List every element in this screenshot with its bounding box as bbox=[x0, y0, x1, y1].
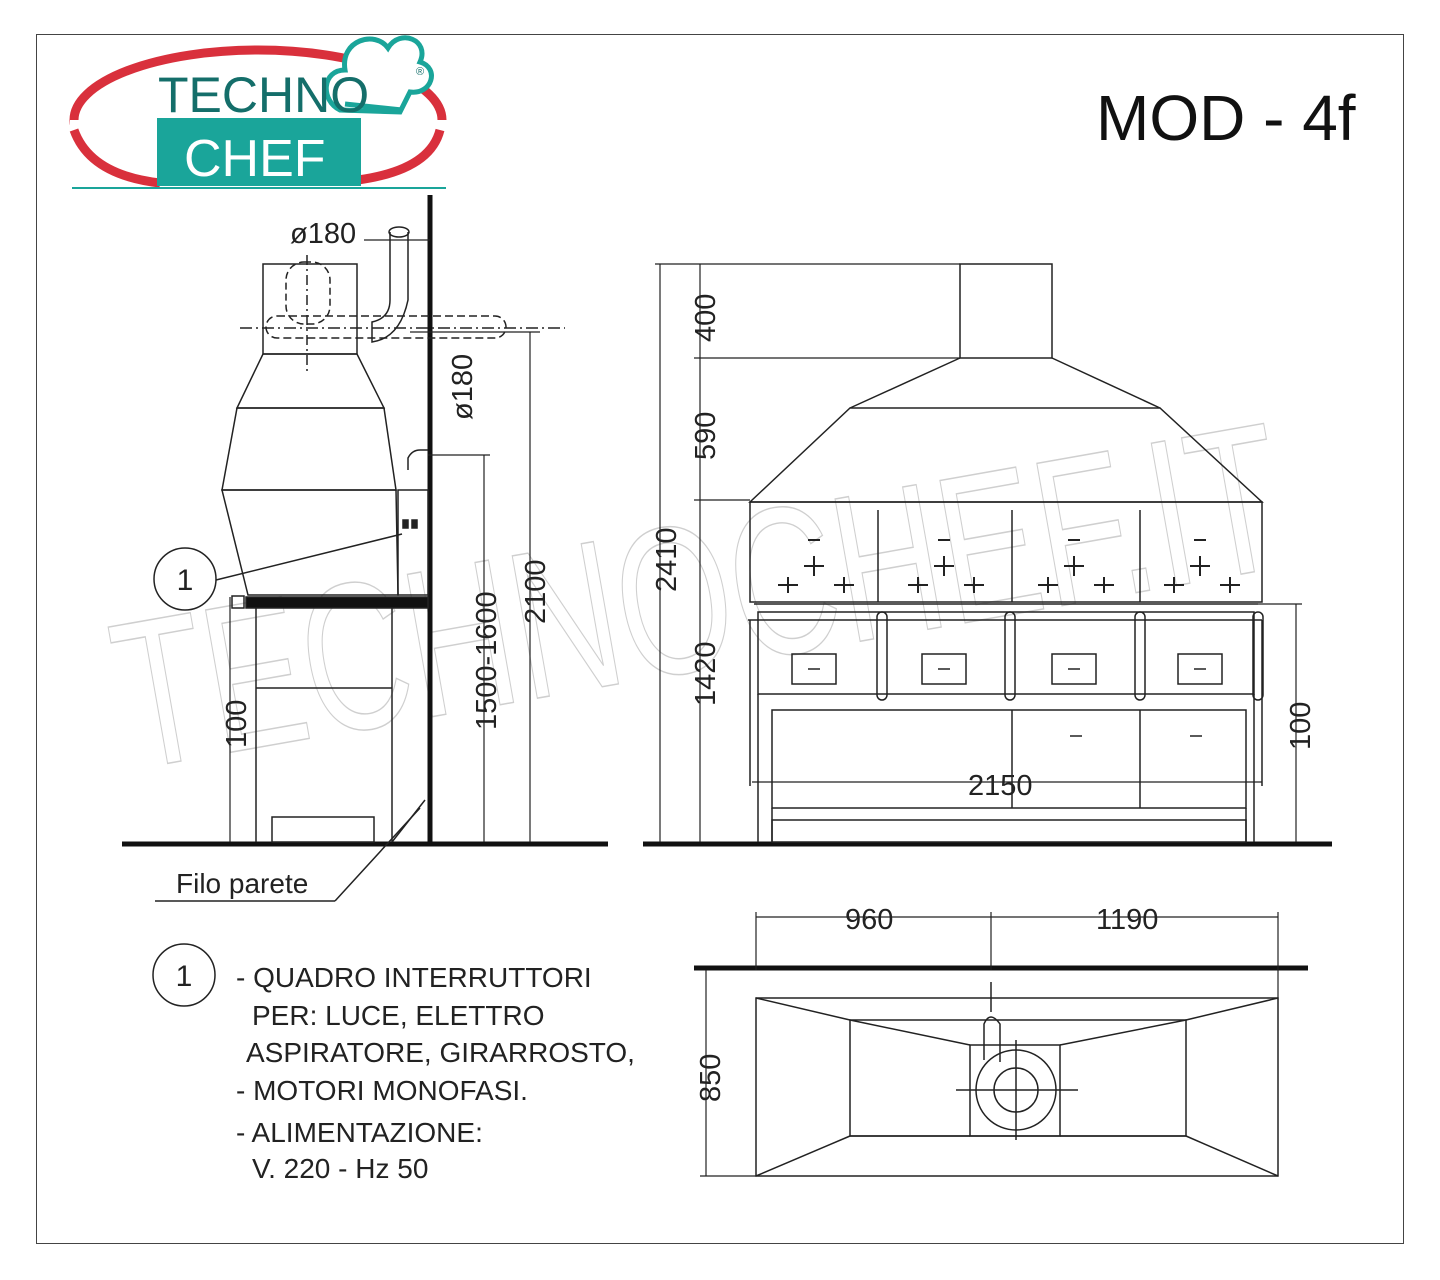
callout-number: 1 bbox=[177, 564, 194, 597]
legend-line-6: V. 220 - Hz 50 bbox=[252, 1153, 428, 1184]
front-hood bbox=[748, 263, 1264, 621]
dim-width-2150: 2150 bbox=[968, 770, 1033, 802]
dim-height-100: 100 bbox=[221, 700, 253, 748]
top-view: 960 1190 850 bbox=[694, 904, 1308, 1177]
logo-swoosh-right bbox=[357, 128, 445, 185]
legend-line-3: ASPIRATORE, GIRARROSTO, bbox=[246, 1037, 635, 1068]
rotisserie-bracket bbox=[876, 611, 888, 701]
legend-line-1: - QUADRO INTERRUTTORI bbox=[236, 962, 592, 993]
wall-label: Filo parete bbox=[176, 868, 308, 899]
drawing-frame bbox=[36, 34, 1404, 1244]
legend-line-4: - MOTORI MONOFASI. bbox=[236, 1075, 528, 1106]
legend-line-5: - ALIMENTAZIONE: bbox=[236, 1117, 483, 1148]
top-hood-outline bbox=[755, 982, 1279, 1177]
dim-front-h100: 100 bbox=[1285, 702, 1317, 750]
side-hood bbox=[221, 255, 429, 596]
chef-hat-icon bbox=[323, 35, 434, 115]
top-dimension-lines bbox=[700, 912, 1279, 1177]
drawer-window bbox=[921, 653, 967, 685]
dim-w960: 960 bbox=[845, 904, 893, 936]
legend-circle bbox=[152, 943, 216, 1007]
side-base bbox=[231, 595, 429, 843]
legend-line-2: PER: LUCE, ELETTRO bbox=[252, 1000, 545, 1031]
rotisserie-bracket bbox=[1134, 611, 1146, 701]
front-drawers bbox=[791, 611, 1264, 737]
dim-w1190: 1190 bbox=[1096, 904, 1158, 936]
dim-h590: 590 bbox=[690, 412, 722, 460]
dim-h2410: 2410 bbox=[651, 527, 683, 592]
dim-pipe-diameter: ø180 bbox=[447, 354, 479, 420]
model-title: MOD - 4f bbox=[1096, 82, 1356, 154]
dim-depth-850: 850 bbox=[695, 1054, 727, 1102]
drawer-window bbox=[791, 653, 837, 685]
legend: 1 - QUADRO INTERRUTTORI PER: LUCE, ELETT… bbox=[152, 943, 635, 1184]
dim-height-2100: 2100 bbox=[520, 559, 552, 624]
side-view: 1 Filo parete ø180 ø180 100 1500-1600 21… bbox=[122, 195, 608, 902]
dim-flue-diameter: ø180 bbox=[290, 218, 356, 250]
front-view: 400 590 2410 1420 100 2150 bbox=[643, 263, 1332, 847]
legend-number: 1 bbox=[176, 960, 193, 993]
side-exhaust-pipe bbox=[240, 226, 565, 470]
callout-leader bbox=[215, 533, 403, 581]
dim-height-range: 1500-1600 bbox=[471, 591, 503, 730]
wall-label-leader bbox=[334, 807, 421, 902]
front-dimension-lines bbox=[655, 263, 1302, 842]
drawer-window bbox=[1051, 653, 1097, 685]
front-base-unit bbox=[749, 611, 1263, 843]
dim-h1420: 1420 bbox=[690, 641, 722, 706]
logo-line1: TECHNO bbox=[158, 67, 369, 123]
callout-circle bbox=[153, 547, 217, 611]
technochef-logo: TECHNO CHEF ® bbox=[69, 35, 450, 200]
front-switch-symbols bbox=[778, 539, 1240, 593]
dim-h400: 400 bbox=[690, 294, 722, 342]
logo-swoosh-left bbox=[69, 128, 161, 188]
logo-registered: ® bbox=[416, 66, 424, 78]
logo-line2: CHEF bbox=[184, 130, 326, 188]
rotisserie-bracket bbox=[1004, 611, 1016, 701]
logo-chef-box bbox=[157, 118, 361, 186]
rotisserie-bracket bbox=[1252, 611, 1264, 701]
drawer-window bbox=[1177, 653, 1223, 685]
side-dimension-lines bbox=[229, 239, 540, 842]
